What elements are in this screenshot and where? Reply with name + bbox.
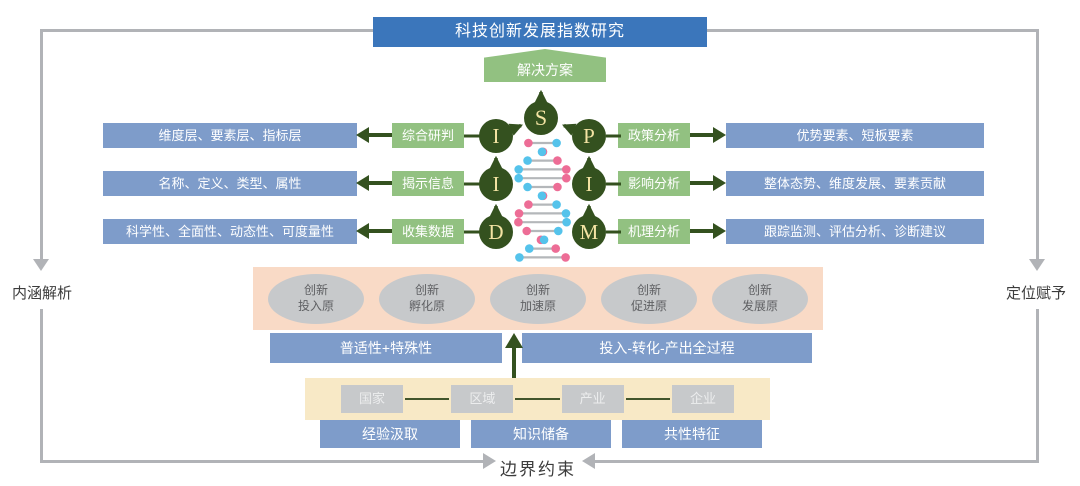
frame-line-bottom-right [595,460,1039,463]
foundation-box-knowledge: 知识储备 [471,420,611,448]
letter-circles: S I P I I D M [479,101,606,249]
frame-line-left-lower [40,309,43,462]
letter-circle [479,119,513,153]
principle-ellipse: 创新 加速原 [490,273,586,324]
letter-circle [479,167,513,201]
process-box-mechanism: 机理分析 [618,219,690,244]
page-title: 科技创新发展指数研究 [373,17,707,47]
process-box-collect: 收集数据 [392,219,464,244]
levels-band: 国家 区域 产业 企业 [305,378,770,420]
dna-spidm-assembly: S I P I I D M [464,89,621,262]
letter-right-1: I [586,172,593,196]
output-box-trends: 整体态势、维度发展、要素贡献 [726,171,984,196]
process-box-judge: 综合研判 [392,123,464,148]
left-axis-label: 内涵解析 [11,285,72,302]
letter-left-1: I [493,172,500,196]
principle-ellipse: 创新 投入原 [268,273,364,324]
frame-line-top-right [707,29,1038,32]
connector-lines [464,134,621,234]
letter-right-0: P [583,124,595,148]
letter-circle [572,167,606,201]
letter-circle [524,101,558,135]
foundation-box-experience: 经验汲取 [320,420,460,448]
letter-circle [572,215,606,249]
frame-line-right-lower [1036,309,1039,462]
principle-ellipse: 创新 促进原 [601,273,697,324]
output-box-definition: 名称、定义、类型、属性 [103,171,357,196]
right-axis-label: 定位赋予 [1005,285,1066,302]
letter-left-0: I [493,124,500,148]
output-box-dimensions: 维度层、要素层、指标层 [103,123,357,148]
level-box-enterprise: 企业 [671,385,734,413]
process-box-impact: 影响分析 [618,171,690,196]
level-connector [625,398,670,400]
frame-line-right-upper [1036,29,1039,259]
level-connector [405,398,450,400]
output-box-monitoring: 跟踪监测、评估分析、诊断建议 [726,219,984,244]
level-box-region: 区域 [451,385,514,413]
arrow-left-icon [582,453,595,469]
frame-line-top-left [41,29,373,32]
bottom-axis-label: 边界约束 [500,460,576,479]
principle-ellipse: 创新 发展原 [712,273,808,324]
level-box-nation: 国家 [341,385,403,413]
bar-universality: 普适性+特殊性 [270,333,502,363]
arrow-down-icon [33,259,49,271]
bar-full-process: 投入-转化-产出全过程 [522,333,812,363]
principle-ellipse: 创新 孵化原 [379,273,475,324]
process-box-policy: 政策分析 [618,123,690,148]
dna-helix-icon [514,138,571,262]
letter-circle [572,119,606,153]
principles-band: 创新 投入原 创新 孵化原 创新 加速原 创新 促进原 创新 发展原 [253,267,823,330]
level-box-industry: 产业 [561,385,624,413]
output-box-factors: 优势要素、短板要素 [726,123,984,148]
letter-circle [479,215,513,249]
frame-line-left-upper [40,29,43,259]
arrow-down-icon [1029,259,1045,271]
process-box-reveal: 揭示信息 [392,171,464,196]
letter-right-2: M [580,220,599,244]
output-box-principles: 科学性、全面性、动态性、可度量性 [103,219,357,244]
solution-box: 解决方案 [484,49,606,82]
letter-s: S [535,105,547,130]
frame-line-bottom-left [40,460,483,463]
level-connector [515,398,560,400]
letter-left-2: D [488,220,503,244]
arrow-right-icon [483,453,496,469]
foundation-box-common: 共性特征 [622,420,762,448]
